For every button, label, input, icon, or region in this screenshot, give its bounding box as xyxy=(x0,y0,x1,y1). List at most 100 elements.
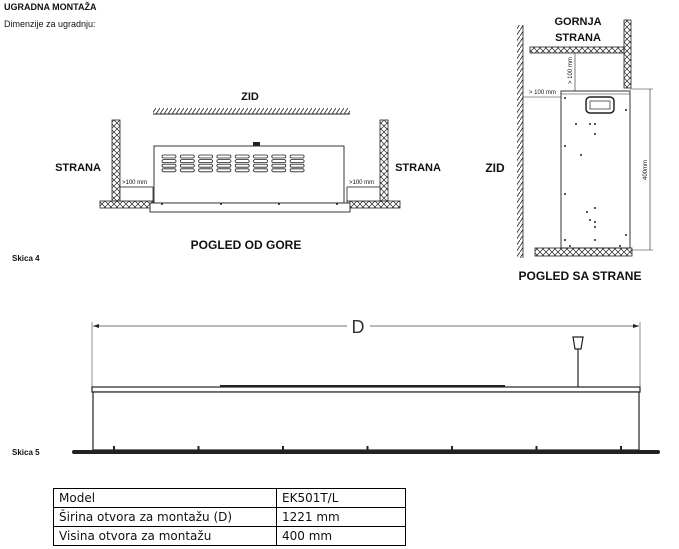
side-label-right: STRANA xyxy=(395,162,441,174)
louvre-slot xyxy=(179,154,195,159)
fixing-point xyxy=(589,123,591,125)
tick xyxy=(197,446,200,450)
wall-hatch xyxy=(153,108,350,115)
top-bar xyxy=(91,386,641,393)
fixing-points xyxy=(564,97,627,247)
louvre-slot xyxy=(161,159,177,164)
handle-slot xyxy=(585,96,615,114)
side-label-left: STRANA xyxy=(55,162,101,174)
louvre-slot xyxy=(289,159,305,164)
fixing-point xyxy=(625,234,627,236)
table-row: Širina otvora za montažu (D) 1221 mm xyxy=(53,507,406,527)
connector xyxy=(253,142,260,146)
fixing-point xyxy=(594,123,596,125)
fixing-point xyxy=(564,193,566,195)
right-panel xyxy=(623,19,632,89)
tick xyxy=(535,446,538,450)
clearance-left: >100 mm xyxy=(122,180,147,186)
hanger-icon xyxy=(572,336,584,387)
heater-front xyxy=(92,391,640,451)
louvre-slot xyxy=(253,159,268,164)
louvre-slot xyxy=(198,168,214,173)
cell-value: EK501T/L xyxy=(276,488,406,508)
table-row: Model EK501T/L xyxy=(53,488,406,508)
louvre-slot xyxy=(179,163,195,168)
fixing-point xyxy=(575,123,577,125)
louvre-slot xyxy=(179,159,195,164)
top-view-title: POGLED OD GORE xyxy=(191,238,302,252)
fixing-point xyxy=(569,245,571,247)
bottom-plate xyxy=(72,450,660,454)
heater-body xyxy=(153,145,345,204)
height-dimension: 400mm xyxy=(643,160,649,180)
louvre-slot xyxy=(198,163,214,168)
cell-label: Širina otvora za montažu (D) xyxy=(53,507,277,527)
fixing-point xyxy=(586,211,588,213)
fixing-point xyxy=(625,109,627,111)
ceiling xyxy=(529,46,625,54)
fixing-point xyxy=(594,133,596,135)
cell-value: 1221 mm xyxy=(276,507,406,527)
side-view-title: POGLED SA STRANE xyxy=(519,269,642,283)
left-side-wall xyxy=(111,119,121,202)
section-title: UGRADNA MONTAŽA xyxy=(4,2,97,12)
wall-label: ZID xyxy=(241,91,259,103)
fixing-point xyxy=(594,207,596,209)
sketch5-caption: Skica 5 xyxy=(12,448,40,457)
fixing-point xyxy=(594,239,596,241)
louvre-slot xyxy=(198,159,214,164)
louvre-slot xyxy=(234,159,250,164)
fixing-point xyxy=(619,245,621,247)
louvre-slot xyxy=(161,168,177,173)
specs-table: Model EK501T/L Širina otvora za montažu … xyxy=(53,488,406,546)
louvre-slot xyxy=(289,168,305,173)
bottom-ticks xyxy=(113,446,622,450)
louvre-slot xyxy=(216,154,232,159)
tick xyxy=(366,446,369,450)
louvre-slot xyxy=(234,154,250,159)
heater-side xyxy=(560,90,631,249)
clearance-right: >100 mm xyxy=(349,180,374,186)
cell-label: Visina otvora za montažu xyxy=(53,526,277,546)
fixing-point xyxy=(594,226,596,228)
louvre-slot xyxy=(179,168,195,173)
right-spacer xyxy=(346,186,381,202)
right-floor xyxy=(346,200,401,209)
fixing-point xyxy=(580,154,582,156)
louvres xyxy=(161,154,305,173)
top-side-label-1: GORNJA xyxy=(554,16,601,28)
fixing-point xyxy=(594,221,596,223)
left-floor xyxy=(99,200,154,209)
louvre-slot xyxy=(161,163,177,168)
cell-value: 400 mm xyxy=(276,526,406,546)
fixing-point xyxy=(564,239,566,241)
fixing-point xyxy=(564,97,566,99)
section-subtitle: Dimenzije za ugradnju: xyxy=(4,19,96,29)
side-view-diagram: GORNJA STRANA > 100 mm > 100 mm 400mm ZI… xyxy=(485,16,653,283)
sketch4-caption: Skica 4 xyxy=(12,254,40,263)
louvre-slot xyxy=(253,163,268,168)
side-wall-label: ZID xyxy=(485,161,505,175)
clearance-wall: > 100 mm xyxy=(529,90,556,96)
tick xyxy=(113,446,115,450)
louvre-slot xyxy=(161,154,177,159)
louvre-slot xyxy=(216,163,232,168)
louvre-slot xyxy=(289,163,305,168)
width-dimension-label: D xyxy=(352,317,365,337)
floor-shelf xyxy=(534,247,633,257)
louvre-slot xyxy=(234,168,250,173)
tick xyxy=(620,446,622,450)
clearance-top: > 100 mm xyxy=(568,57,574,84)
right-side-wall xyxy=(379,119,389,202)
left-spacer xyxy=(119,186,154,202)
louvre-slot xyxy=(216,159,232,164)
louvre-slot xyxy=(289,154,305,159)
louvre-slot xyxy=(271,154,287,159)
louvre-slot xyxy=(216,168,232,173)
louvre-slot xyxy=(271,159,287,164)
louvre-slot xyxy=(271,163,287,168)
louvre-slot xyxy=(271,168,287,173)
side-wall-hatch xyxy=(517,25,523,258)
louvre-slot xyxy=(234,163,250,168)
